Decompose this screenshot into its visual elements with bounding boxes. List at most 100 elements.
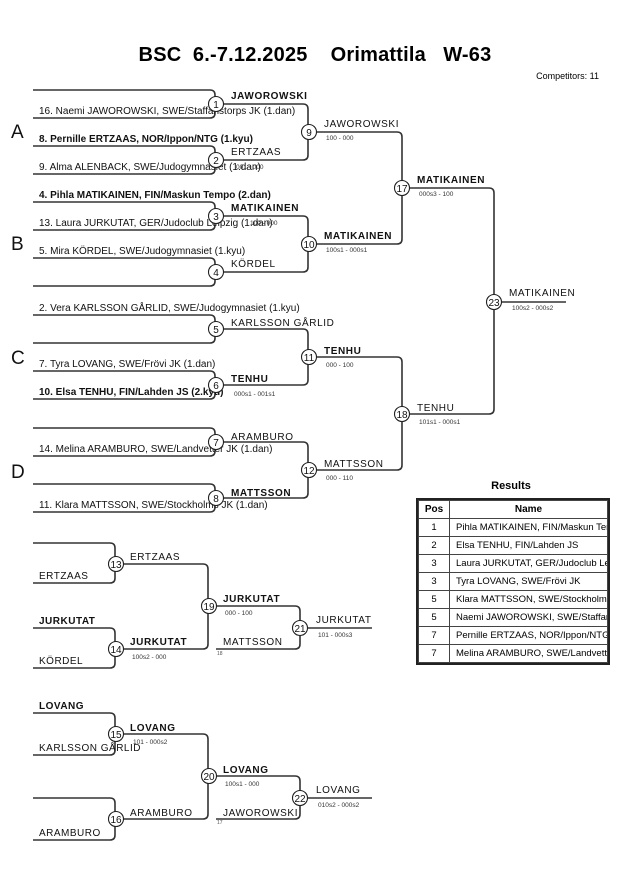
match-circle — [207, 207, 225, 225]
match-circle — [207, 433, 225, 451]
competitor-entry: 4. Pihla MATIKAINEN, FIN/Maskun Tempo (2… — [39, 190, 271, 201]
result-name: Elsa TENHU, FIN/Lahden JS — [449, 536, 608, 555]
match-score: 000 - 110 — [326, 475, 353, 482]
match-circle-number: 11 — [304, 353, 315, 364]
match-circle — [107, 555, 125, 573]
match-winner: JAWOROWSKI — [231, 91, 308, 102]
pool-label-a: A — [11, 122, 24, 143]
match-circle — [107, 810, 125, 828]
match-score: 000 - 100 — [326, 362, 354, 369]
match-circle — [107, 640, 125, 658]
results-header-name: Name — [449, 500, 608, 519]
pool-label-c: C — [11, 348, 25, 369]
competitor-entry: 8. Pernille ERTZAAS, NOR/Ippon/NTG (1.ky… — [39, 134, 253, 145]
match-circle — [207, 376, 225, 394]
competitor-entry: 10. Elsa TENHU, FIN/Lahden JS (2.kyu) — [39, 387, 224, 398]
results-header-row: Pos Name — [418, 500, 608, 519]
match-score: 101 - 000s2 — [133, 739, 168, 746]
match-winner: LOVANG — [316, 785, 361, 796]
match-winner: LOVANG — [223, 765, 269, 776]
repechage-entry: ARAMBURO — [39, 828, 101, 839]
match-circle-number: 10 — [303, 240, 315, 251]
match-circle-number: 3 — [213, 212, 219, 223]
result-position: 5 — [418, 608, 450, 627]
bracket-connector — [33, 257, 216, 287]
repechage-entry: JURKUTAT — [39, 616, 95, 627]
result-position: 7 — [418, 626, 450, 645]
match-circle-number: 15 — [110, 730, 122, 741]
match-score: 101s1 - 000s1 — [419, 419, 461, 426]
result-name: Laura JURKUTAT, GER/Judoclub Leipzig — [449, 554, 608, 573]
competitor-entry: 5. Mira KÖRDEL, SWE/Judogymnasiet (1.kyu… — [39, 245, 245, 257]
match-score: 000s3 - 100 — [419, 191, 454, 198]
match-circle-number: 5 — [213, 325, 219, 336]
result-position: 3 — [418, 554, 450, 573]
results-header-pos: Pos — [418, 500, 450, 519]
match-circle — [300, 461, 318, 479]
match-circle — [207, 95, 225, 113]
match-winner: ARAMBURO — [231, 432, 294, 443]
match-circle — [393, 179, 411, 197]
match-score: 100s1 - 000s1 — [326, 247, 368, 254]
match-circle — [300, 123, 318, 141]
match-circle — [200, 597, 218, 615]
competitor-entry: 16. Naemi JAWOROWSKI, SWE/Staffanstorps … — [39, 106, 295, 117]
match-circle-number: 23 — [488, 298, 500, 309]
result-name: Klara MATTSSON, SWE/Stockholms JK — [449, 590, 608, 609]
match-circle-number: 17 — [396, 184, 408, 195]
match-circle-number: 20 — [203, 772, 215, 783]
match-winner: TENHU — [417, 403, 454, 414]
match-winner: TENHU — [231, 374, 268, 385]
match-circle-number: 19 — [203, 602, 215, 613]
match-score: 010s2 - 000s2 — [318, 802, 360, 809]
result-position: 5 — [418, 590, 450, 609]
match-winner: JURKUTAT — [316, 615, 372, 626]
repechage-entry: LOVANG — [39, 701, 84, 712]
result-name: Naemi JAWOROWSKI, SWE/Staffanstorps JK — [449, 608, 608, 627]
crossover-competitor: JAWOROWSKI — [223, 808, 298, 819]
competitor-entry: 2. Vera KARLSSON GÅRLID, SWE/Judogymnasi… — [39, 301, 300, 314]
result-name: Melina ARAMBURO, SWE/Landvetter JK — [449, 644, 608, 663]
competitor-entry: 11. Klara MATTSSON, SWE/Stockholms JK (1… — [39, 500, 268, 511]
match-winner: MATTSSON — [231, 488, 291, 499]
match-winner: ARAMBURO — [130, 808, 193, 819]
match-score: 101 - 000s3 — [318, 632, 353, 639]
result-position: 7 — [418, 644, 450, 663]
match-winner: MATIKAINEN — [417, 175, 485, 186]
repechage-entry: ERTZAAS — [39, 571, 88, 582]
match-winner: TENHU — [324, 346, 361, 357]
repechage-entry: KÖRDEL — [39, 655, 83, 667]
match-circle — [485, 293, 503, 311]
match-circle-number: 1 — [213, 100, 219, 111]
result-position: 2 — [418, 536, 450, 555]
match-circle-number: 7 — [213, 438, 219, 449]
match-winner: JURKUTAT — [130, 637, 187, 648]
match-circle-number: 16 — [110, 815, 122, 826]
crossover-source-match: 18 — [217, 651, 223, 657]
match-circle — [207, 151, 225, 169]
pool-label-d: D — [11, 462, 25, 483]
results-title: Results — [491, 480, 531, 492]
match-winner: KÖRDEL — [231, 258, 276, 270]
match-winner: ERTZAAS — [130, 552, 180, 563]
match-winner: KARLSSON GÅRLID — [231, 316, 334, 329]
bracket-connector — [33, 314, 216, 344]
match-circle — [300, 348, 318, 366]
bracket-connector — [402, 187, 495, 415]
match-winner: JURKUTAT — [223, 594, 280, 605]
match-circle-number: 8 — [213, 494, 219, 505]
match-circle-number: 9 — [306, 128, 312, 139]
competitor-count: Competitors: 11 — [536, 71, 599, 81]
competitor-entry: 14. Melina ARAMBURO, SWE/Landvetter JK (… — [39, 444, 272, 455]
match-winner: MATIKAINEN — [509, 288, 575, 299]
match-score: 000s1 - 001s1 — [234, 391, 276, 398]
page-title: BSC 6.-7.12.2025 Orimattila W-63 — [138, 44, 492, 66]
match-score: 100 - 000 — [326, 135, 354, 142]
